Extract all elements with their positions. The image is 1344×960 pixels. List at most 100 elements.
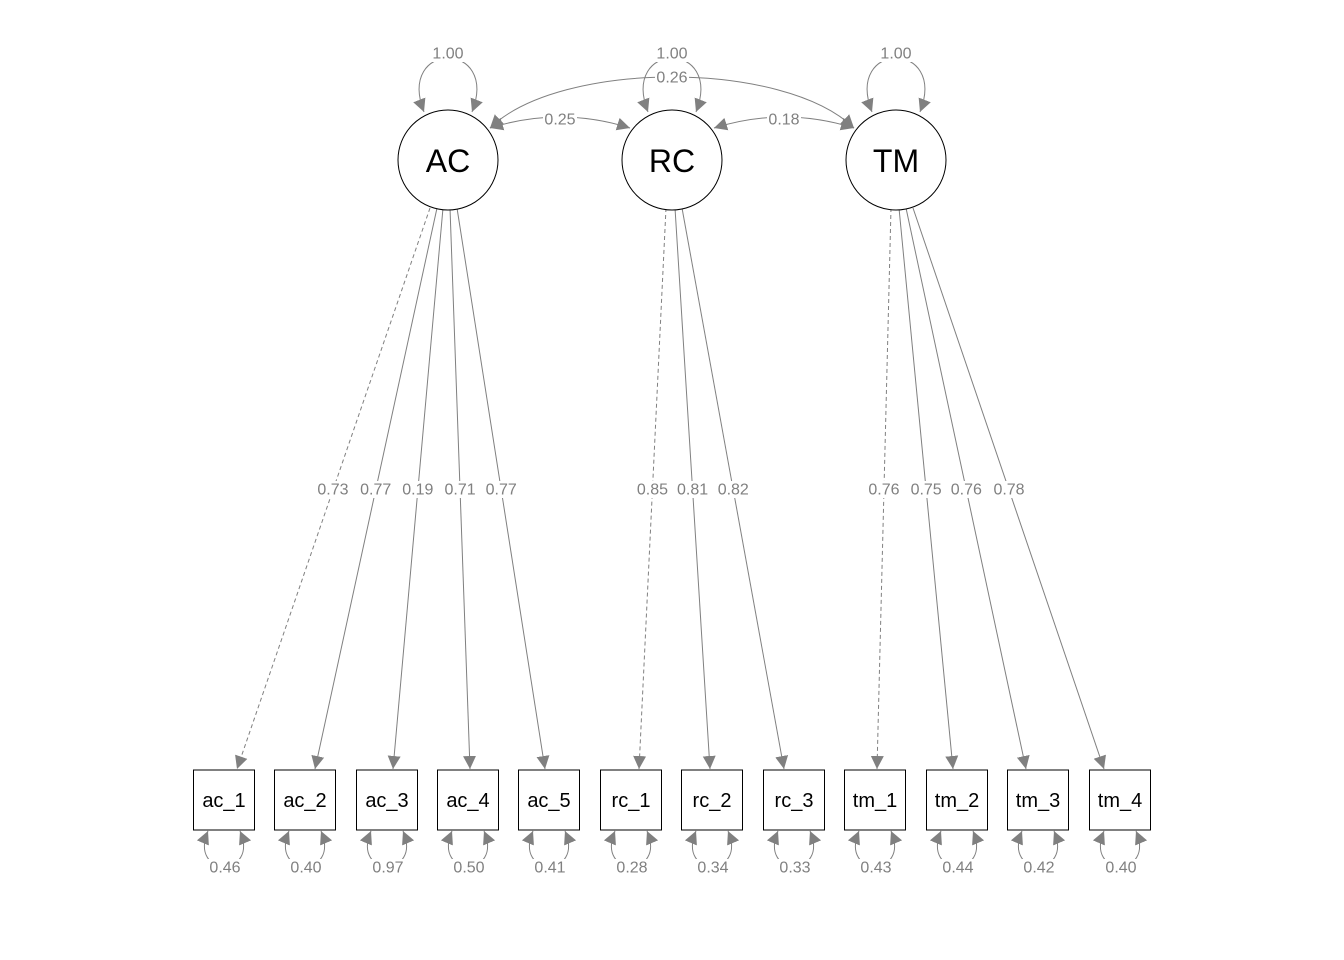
latent-circle-rc [621, 109, 723, 211]
manifest-label-tm-4: tm_4 [1098, 790, 1142, 812]
loading-label-ac-5: 0.77 [486, 482, 517, 499]
loading-label-rc-2: 0.81 [677, 482, 708, 499]
residual-label-ac-3: 0.97 [372, 860, 403, 877]
manifest-node-rc-2: rc_2 [681, 769, 743, 831]
residual-label-rc-2: 0.34 [697, 860, 728, 877]
latent-node-rc: RC [621, 109, 723, 211]
manifest-box-ac-4 [437, 769, 499, 831]
variance-label-rc: 1.00 [656, 46, 687, 63]
manifest-label-ac-3: ac_3 [365, 790, 408, 812]
manifest-box-tm-3 [1007, 769, 1069, 831]
manifest-box-ac-3 [356, 769, 418, 831]
loading-label-ac-5-bg [484, 481, 519, 498]
manifest-node-ac-2: ac_2 [274, 769, 336, 831]
residual-label-rc-3-bg [778, 859, 812, 876]
loading-label-tm-1-bg [866, 481, 901, 498]
manifest-label-rc-2: rc_2 [693, 790, 732, 812]
manifest-node-ac-1: ac_1 [193, 769, 255, 831]
latent-label-tm: TM [873, 143, 919, 179]
manifest-label-ac-5: ac_5 [527, 790, 570, 812]
manifest-box-tm-2 [926, 769, 988, 831]
residual-label-ac-2-bg [289, 859, 323, 876]
latent-circle-tm [845, 109, 947, 211]
covariance-label-ac-tm-bg [655, 69, 689, 86]
covariance-label-rc-tm-bg [767, 111, 801, 128]
latent-label-ac: AC [426, 143, 470, 179]
loading-label-tm-4: 0.78 [993, 482, 1024, 499]
loading-label-ac-4: 0.71 [444, 482, 475, 499]
manifest-node-tm-4: tm_4 [1089, 769, 1151, 831]
residual-label-ac-1-bg [208, 859, 242, 876]
variance-loop-ac [413, 57, 483, 113]
manifest-box-rc-1 [600, 769, 662, 831]
manifest-node-rc-3: rc_3 [763, 769, 825, 831]
loading-label-tm-1: 0.76 [868, 482, 899, 499]
manifest-node-tm-2: tm_2 [926, 769, 988, 831]
loading-label-tm-4-bg [992, 481, 1027, 498]
manifest-node-tm-3: tm_3 [1007, 769, 1069, 831]
covariance-label-ac-rc-bg [543, 111, 577, 128]
loading-label-tm-2-bg [909, 481, 944, 498]
variance-label-ac-bg [431, 45, 465, 62]
loading-label-ac-1-bg [315, 481, 350, 498]
residual-label-rc-2-bg [696, 859, 730, 876]
manifest-node-ac-5: ac_5 [518, 769, 580, 831]
latent-label-rc: RC [649, 143, 695, 179]
loading-label-rc-3-bg [716, 481, 751, 498]
loading-label-rc-3: 0.82 [718, 482, 749, 499]
residual-label-ac-4-bg [452, 859, 486, 876]
variance-label-rc-bg [655, 45, 689, 62]
variance-label-tm: 1.00 [880, 46, 911, 63]
residual-label-ac-4: 0.50 [453, 860, 484, 877]
residual-label-tm-3: 0.42 [1023, 860, 1054, 877]
residual-label-tm-1: 0.43 [860, 860, 891, 877]
residual-label-tm-2-bg [941, 859, 975, 876]
manifest-node-rc-1: rc_1 [600, 769, 662, 831]
manifest-node-ac-3: ac_3 [356, 769, 418, 831]
residual-label-tm-2: 0.44 [942, 860, 973, 877]
residual-label-rc-3: 0.33 [779, 860, 810, 877]
manifest-label-rc-1: rc_1 [612, 790, 651, 812]
covariance-label-rc-tm: 0.18 [768, 112, 799, 129]
residual-label-tm-3-bg [1022, 859, 1056, 876]
loading-label-tm-3: 0.76 [951, 482, 982, 499]
residual-label-ac-5-bg [533, 859, 567, 876]
manifest-label-ac-1: ac_1 [202, 790, 245, 812]
loading-label-tm-2: 0.75 [911, 482, 942, 499]
manifest-box-ac-5 [518, 769, 580, 831]
manifest-box-tm-4 [1089, 769, 1151, 831]
manifest-label-tm-2: tm_2 [935, 790, 979, 812]
latent-node-tm: TM [845, 109, 947, 211]
manifest-box-rc-2 [681, 769, 743, 831]
variance-label-tm-bg [879, 45, 913, 62]
residual-label-tm-1-bg [859, 859, 893, 876]
residual-label-ac-5: 0.41 [534, 860, 565, 877]
covariance-label-ac-rc: 0.25 [544, 112, 575, 129]
loading-label-rc-1-bg [635, 481, 670, 498]
manifest-label-ac-4: ac_4 [446, 790, 489, 812]
residual-label-tm-4: 0.40 [1105, 860, 1136, 877]
manifest-node-tm-1: tm_1 [844, 769, 906, 831]
manifest-label-rc-3: rc_3 [775, 790, 814, 812]
covariance-label-ac-tm: 0.26 [656, 70, 687, 87]
loading-label-ac-2-bg [358, 481, 393, 498]
residual-label-ac-2: 0.40 [290, 860, 321, 877]
residual-label-ac-1: 0.46 [209, 860, 240, 877]
manifest-node-ac-4: ac_4 [437, 769, 499, 831]
loading-label-ac-1: 0.73 [317, 482, 348, 499]
nodes-layer: AC RC TM ac_1 ac_2 ac_3 ac_4 ac_5 rc_1 rc_2 rc_3 tm… [193, 109, 1151, 831]
manifest-label-tm-1: tm_1 [853, 790, 897, 812]
residual-label-rc-1: 0.28 [616, 860, 647, 877]
latent-circle-ac [397, 109, 499, 211]
loading-label-rc-2-bg [675, 481, 710, 498]
manifest-label-tm-3: tm_3 [1016, 790, 1060, 812]
residual-label-ac-3-bg [371, 859, 405, 876]
manifest-box-tm-1 [844, 769, 906, 831]
manifest-label-ac-2: ac_2 [283, 790, 326, 812]
manifest-box-rc-3 [763, 769, 825, 831]
loading-label-ac-3-bg [400, 481, 435, 498]
latent-node-ac: AC [397, 109, 499, 211]
loading-label-ac-3: 0.19 [402, 482, 433, 499]
